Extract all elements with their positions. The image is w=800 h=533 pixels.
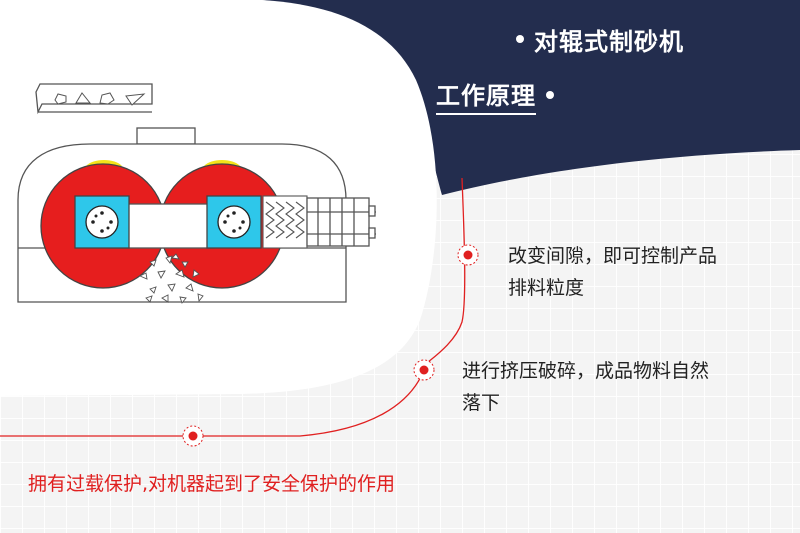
spring-rods xyxy=(306,197,376,247)
subtitle-text: 工作原理 xyxy=(436,76,536,115)
bullet-dot-icon xyxy=(516,35,524,43)
connector-dot xyxy=(413,359,435,381)
feature-line: 排料粒度 xyxy=(508,277,585,299)
connector-dot xyxy=(182,425,204,447)
page-title: 对辊式制砂机 xyxy=(516,22,684,56)
overload-protection-note: 拥有过载保护,对机器起到了安全保护的作用 xyxy=(28,473,396,495)
feature-line: 进行挤压破碎，成品物料自然 xyxy=(462,360,710,382)
feed-chute xyxy=(35,83,153,115)
adjust-spring xyxy=(262,195,308,249)
header-wave xyxy=(260,0,800,195)
hopper xyxy=(136,127,196,145)
connector-curve xyxy=(0,369,425,437)
feature-line: 落下 xyxy=(462,392,501,414)
feature-crushing: 进行挤压破碎，成品物料自然 落下 xyxy=(462,355,709,419)
crushed-particles xyxy=(138,253,204,304)
feature-line: 改变间隙，即可控制产品 xyxy=(508,245,718,267)
section-subtitle: 工作原理 xyxy=(436,76,554,115)
title-text: 对辊式制砂机 xyxy=(534,27,684,56)
bullet-dot-icon xyxy=(546,91,554,99)
feature-gap-adjust: 改变间隙，即可控制产品 排料粒度 xyxy=(508,240,717,304)
machine-diagram xyxy=(17,83,376,304)
connector-dot xyxy=(457,244,479,266)
